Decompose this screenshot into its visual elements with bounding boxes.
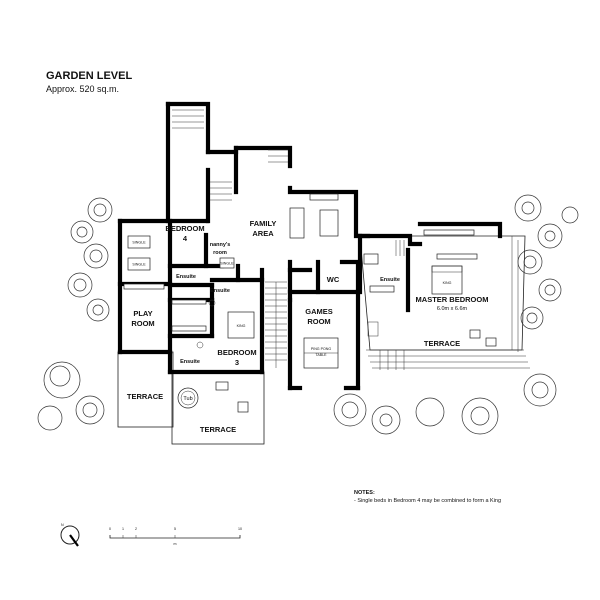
north-arrow-label: N [61, 523, 64, 527]
label-single-bed-2: SINGLE [132, 263, 146, 267]
north-arrow: N [60, 523, 80, 547]
notes-line-1: - Single beds in Bedroom 4 may be combin… [354, 498, 501, 504]
label-wc: WC [327, 275, 340, 284]
scale-bar: 0 1 2 5 10 m [109, 527, 242, 546]
scale-tick-2: 2 [135, 527, 137, 531]
label-bedroom-4-line1: BEDROOM [165, 224, 204, 233]
label-ensuite-upper: Ensuite [176, 274, 196, 280]
label-family-area-line1: FAMILY [250, 219, 277, 228]
scale-tick-0: 0 [109, 527, 111, 531]
label-bedroom-3-line2: 3 [235, 358, 239, 367]
furniture [127, 193, 497, 413]
plan-title: GARDEN LEVEL [46, 70, 132, 82]
label-nannys-room-line2: room [213, 250, 227, 256]
windows [123, 229, 478, 332]
notes-heading: NOTES: [354, 490, 375, 496]
plan-area: Approx. 520 sq.m. [46, 84, 119, 94]
label-play-room-line2: ROOM [131, 319, 154, 328]
label-bedroom-4-line2: 4 [183, 234, 188, 243]
label-games-room-line2: ROOM [307, 317, 330, 326]
label-king-bed-3: KING [237, 324, 246, 328]
scale-tick-5: 5 [174, 527, 176, 531]
label-ensuite-lower: Ensuite [180, 359, 200, 365]
label-ensuite-master: Ensuite [380, 277, 400, 283]
label-bedroom-3-line1: BEDROOM [217, 348, 256, 357]
scale-unit: m [174, 542, 177, 546]
stairs [172, 109, 405, 368]
label-terrace-left: TERRACE [127, 392, 163, 401]
label-single-bed-nanny: SINGLE [220, 262, 234, 266]
room-labels: BEDROOM 4 nanny's room FAMILY AREA WC En… [127, 219, 489, 434]
label-nannys-room-line1: nanny's [210, 242, 231, 248]
label-ensuite-mid: Ensuite [210, 288, 230, 294]
label-king-master: KING [443, 281, 452, 285]
label-family-area-line2: AREA [252, 229, 274, 238]
label-ping-pong-line2: TABLE [315, 353, 327, 357]
label-single-bed-1: SINGLE [132, 241, 146, 245]
label-master-size: 6.0m x 6.6m [437, 306, 468, 312]
label-play-room-line1: PLAY [133, 309, 152, 318]
label-terrace-right: TERRACE [424, 339, 460, 348]
vegetation [37, 194, 579, 435]
label-games-room-line1: GAMES [305, 307, 333, 316]
fixture-labels: SINGLE SINGLE SINGLE KING KING Tub PING … [132, 241, 451, 403]
label-terrace-center: TERRACE [200, 425, 236, 434]
label-master-bedroom: MASTER BEDROOM [416, 295, 489, 304]
scale-tick-1: 1 [122, 527, 124, 531]
scale-tick-10: 10 [238, 527, 242, 531]
label-ping-pong-line1: PING PONG [311, 347, 332, 351]
label-tub: Tub [183, 396, 192, 402]
